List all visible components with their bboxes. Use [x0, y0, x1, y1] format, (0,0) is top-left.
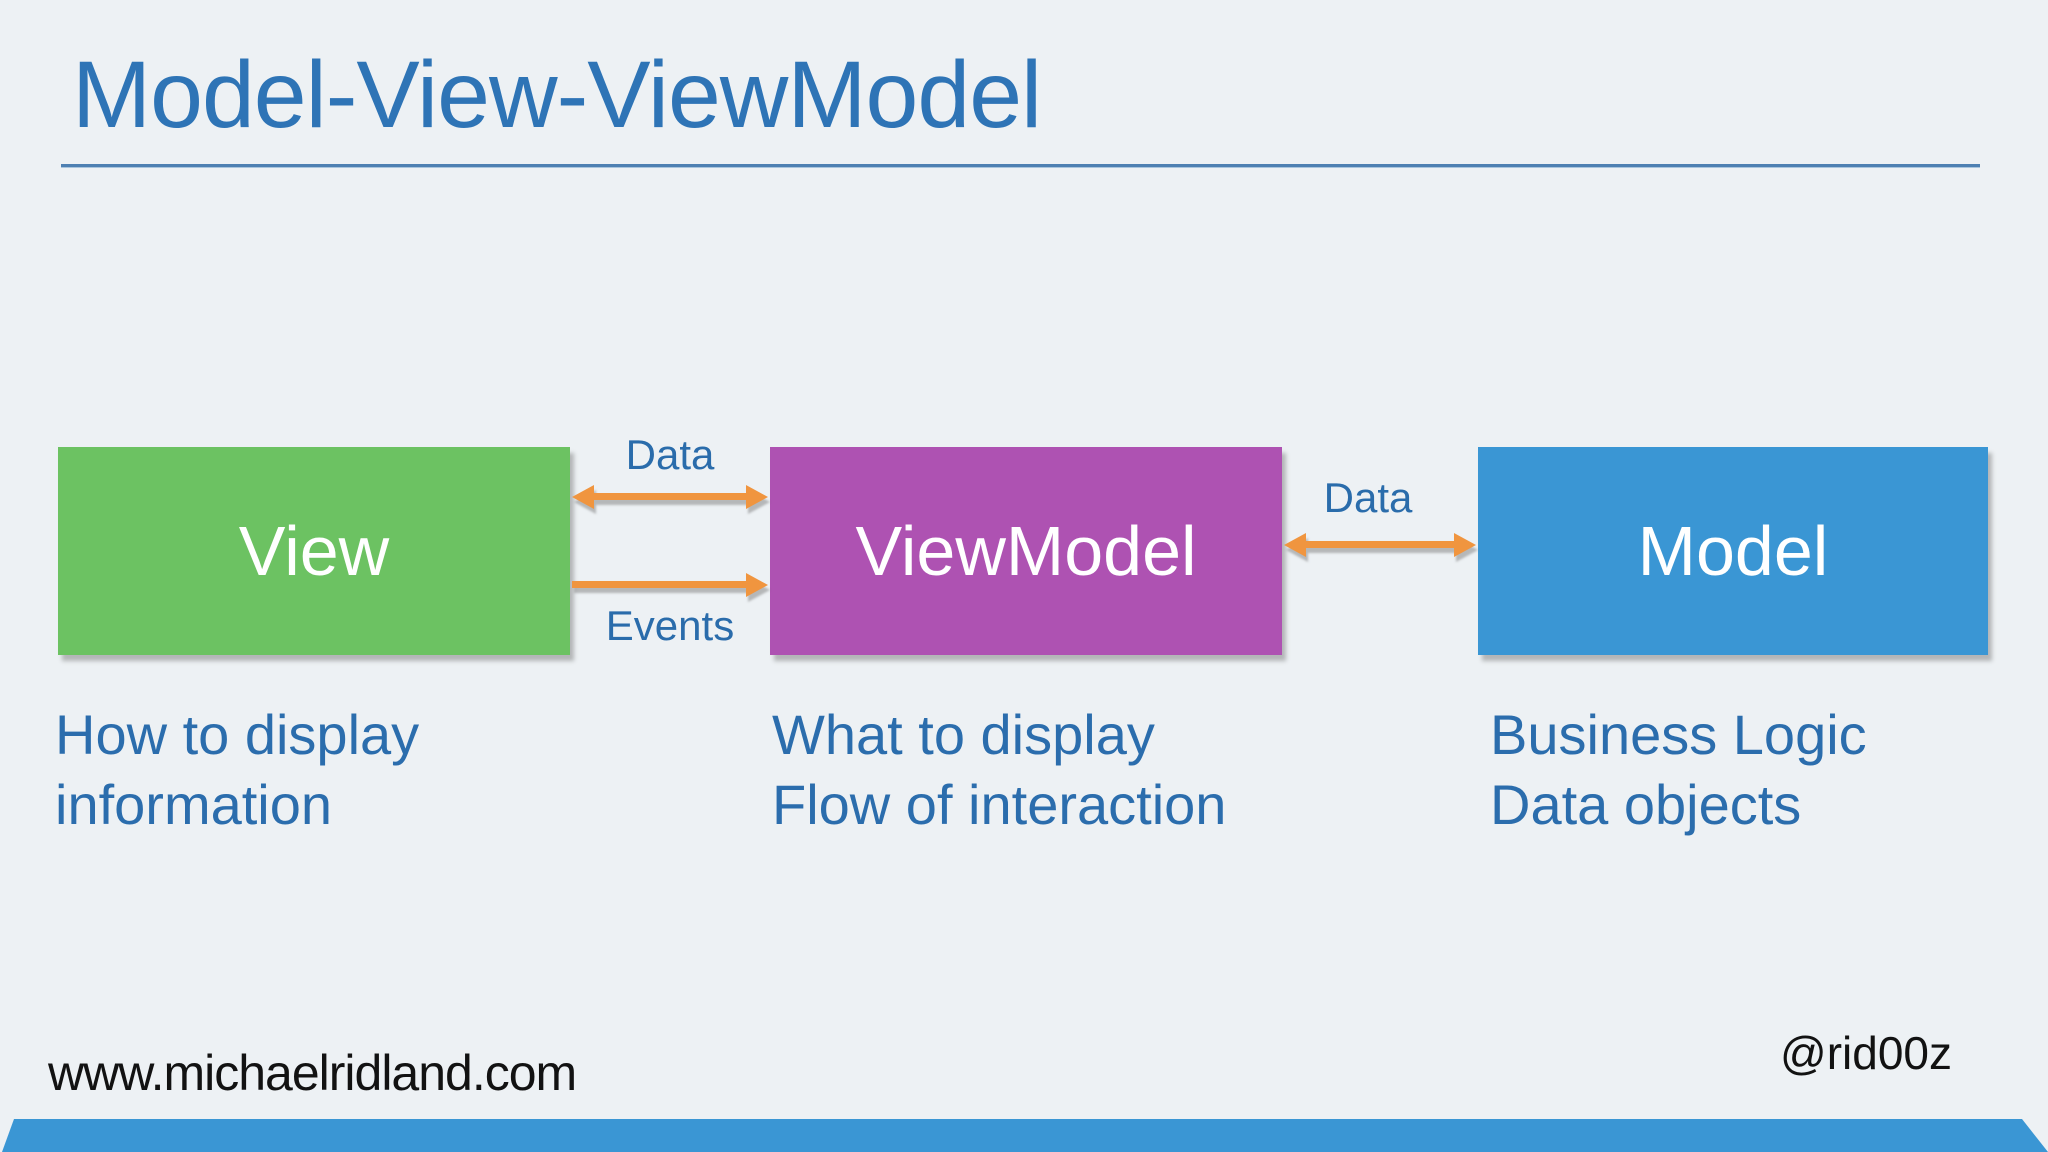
- view-box: View: [58, 447, 570, 655]
- bidirectional-arrow-icon: [572, 485, 768, 509]
- model-box: Model: [1478, 447, 1988, 655]
- model-description: Business Logic Data objects: [1490, 700, 1867, 840]
- viewmodel-box-label: ViewModel: [855, 512, 1197, 590]
- data-label-viewmodel-model: Data: [1323, 474, 1413, 521]
- viewmodel-description-line: Flow of interaction: [772, 773, 1227, 836]
- bottom-accent-bar: [2, 1119, 2048, 1152]
- events-label-view-viewmodel: Events: [605, 602, 735, 649]
- arrowhead-left-icon: [1284, 533, 1306, 557]
- title-underline: [61, 164, 1980, 168]
- view-box-label: View: [238, 512, 390, 590]
- view-description-line: How to display: [55, 703, 420, 766]
- viewmodel-description: What to display Flow of interaction: [772, 700, 1226, 840]
- arrowhead-left-icon: [572, 485, 594, 509]
- view-description: How to display information: [55, 700, 419, 840]
- arrowhead-right-icon: [1454, 533, 1476, 557]
- right-arrow-icon: [572, 573, 768, 597]
- model-description-line: Data objects: [1490, 773, 1802, 836]
- arrow-shaft: [1304, 541, 1456, 548]
- arrowhead-right-icon: [746, 485, 768, 509]
- arrow-shaft: [592, 493, 748, 500]
- model-box-label: Model: [1637, 512, 1829, 590]
- bidirectional-arrow-icon: [1284, 533, 1476, 557]
- arrowhead-right-icon: [746, 573, 768, 597]
- view-description-line: information: [55, 773, 333, 836]
- slide-title: Model-View-ViewModel: [72, 42, 1042, 148]
- website-url: www.michaelridland.com: [48, 1045, 577, 1101]
- arrow-shaft: [572, 581, 748, 588]
- viewmodel-box: ViewModel: [770, 447, 1282, 655]
- viewmodel-description-line: What to display: [772, 703, 1155, 766]
- model-description-line: Business Logic: [1490, 703, 1867, 766]
- data-label-view-viewmodel: Data: [625, 431, 715, 478]
- twitter-handle: @rid00z: [1780, 1027, 1952, 1079]
